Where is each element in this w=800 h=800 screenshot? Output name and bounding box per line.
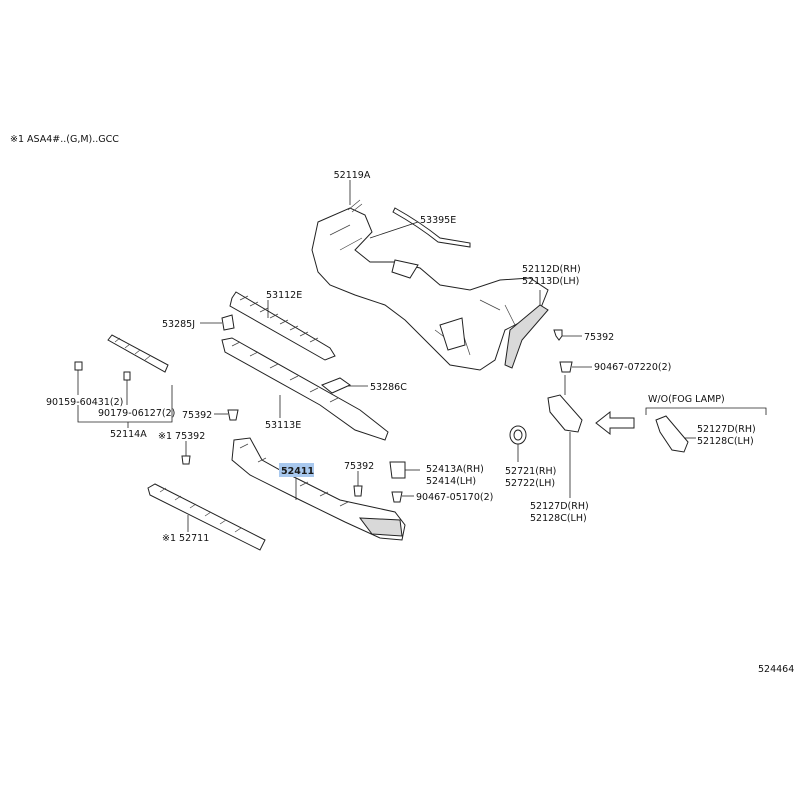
label-90467-07220: 90467-07220(2): [594, 362, 671, 373]
label-75392-note: ※1 75392: [158, 431, 205, 442]
fog-bezel-alt: [655, 415, 689, 453]
label-53285J: 53285J: [162, 319, 195, 330]
bracket-53285J: [221, 314, 235, 331]
label-53113E: 53113E: [265, 420, 301, 431]
cover-53286C: [321, 377, 352, 394]
diagram-id: 524464: [758, 664, 794, 675]
label-53286C: 53286C: [370, 382, 407, 393]
label-75392-a: 75392: [182, 410, 212, 421]
label-53112E: 53112E: [266, 290, 302, 301]
license-bracket-52114A: [74, 334, 169, 381]
label-52119A: 52119A: [334, 170, 371, 181]
fog-option-bracket: [645, 407, 767, 415]
label-52414: 52414(LH): [426, 476, 476, 487]
moulding-53395E: [392, 207, 471, 248]
ring-52721-inner: [513, 429, 523, 441]
lower-spoiler-52411: [231, 437, 406, 541]
clip-75392-note: [181, 455, 191, 465]
label-52127D: 52127D(RH): [530, 501, 589, 512]
leader-53395E: [369, 221, 419, 239]
label-52413A: 52413A(RH): [426, 464, 484, 475]
arrow-icon: [595, 410, 635, 436]
label-52722: 52722(LH): [505, 478, 555, 489]
lower-grille-53113E: [221, 337, 389, 441]
label-52711-note: ※1 52711: [162, 533, 209, 544]
skid-plate-52711: [147, 483, 266, 551]
label-75392-right: 75392: [584, 332, 614, 343]
upper-grille-53112E: [229, 291, 336, 361]
model-note: ※1 ASA4#..(G,M)..GCC: [10, 134, 119, 145]
clip-75392-right: [553, 329, 563, 341]
label-fog-caption: W/O(FOG LAMP): [648, 394, 725, 405]
clip-90467-07220: [559, 361, 573, 373]
label-52127D-fog: 52127D(RH): [697, 424, 756, 435]
label-53395E: 53395E: [420, 215, 456, 226]
label-75392-b: 75392: [344, 461, 374, 472]
clip-90467-05170: [391, 491, 403, 503]
label-52721: 52721(RH): [505, 466, 556, 477]
label-90179: 90179-06127(2): [98, 408, 175, 419]
fog-bezel-52127D: [547, 394, 583, 433]
clip-75392-b: [353, 485, 363, 497]
highlight-52411: [279, 463, 314, 477]
label-52114A: 52114A: [110, 429, 147, 440]
label-52411[interactable]: 52411: [281, 466, 314, 477]
label-52112D: 52112D(RH): [522, 264, 581, 275]
label-90159: 90159-60431(2): [46, 397, 123, 408]
label-52113D: 52113D(LH): [522, 276, 579, 287]
label-52128C-fog: 52128C(LH): [697, 436, 754, 447]
bracket-52114A: [77, 385, 173, 423]
label-52128C-b: 52128C(LH): [530, 513, 587, 524]
label-90467-05170: 90467-05170(2): [416, 492, 493, 503]
bracket-52413A: [389, 461, 406, 479]
clip-75392-a: [227, 409, 239, 421]
